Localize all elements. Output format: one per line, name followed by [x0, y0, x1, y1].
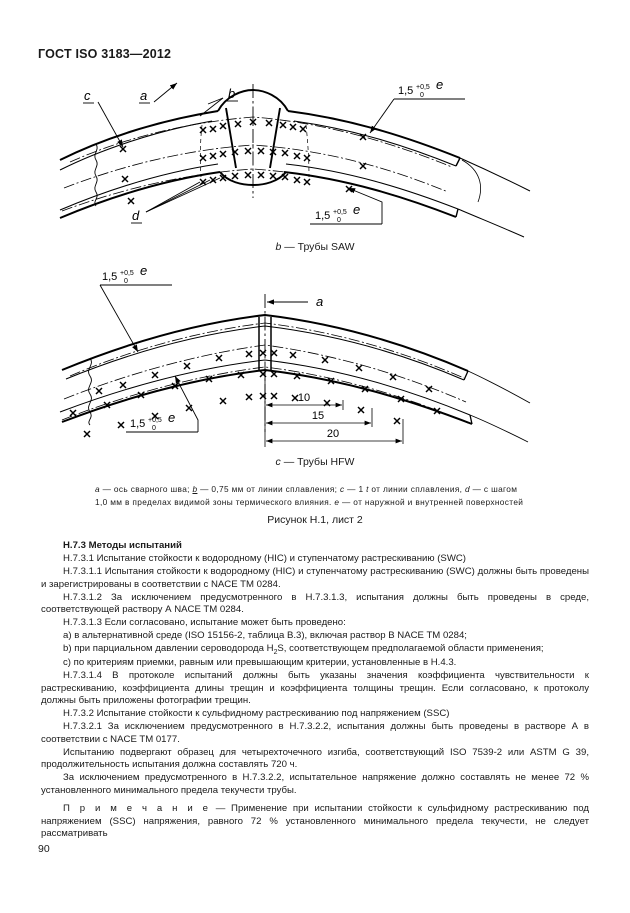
svg-text:+0,5: +0,5 — [333, 209, 347, 216]
paragraph-h7313: Н.7.3.1.3 Если согласовано, испытание мо… — [63, 617, 346, 629]
figure-hfw-caption-label: c — [275, 456, 281, 468]
dimension-15: 15 — [312, 410, 324, 422]
list-item-a: a) в альтернативной среде (ISO 15156-2, … — [63, 630, 467, 642]
note-text: — Применение при испытании стойкости к с… — [41, 802, 589, 840]
paragraph-h7321: Н.7.3.2.1 За исключением предусмотренног… — [41, 720, 589, 745]
paragraph-h7311: Н.7.3.1.1 Испытания стойкости к водородн… — [41, 566, 589, 590]
figure-hfw-caption: c — Трубы HFW — [0, 456, 630, 468]
figure-saw-weld-diagram: c a b d 1,5 +0,5 0 e 1,5 +0,5 — [59, 77, 570, 238]
svg-text:1,5: 1,5 — [398, 85, 413, 97]
callout-d: d — [132, 208, 140, 223]
svg-text:+0,5: +0,5 — [120, 270, 134, 277]
svg-text:e: e — [168, 410, 175, 425]
svg-text:0: 0 — [337, 217, 341, 224]
legend-text-e-post: — от наружной и внутренней поверхностей — [339, 497, 524, 508]
svg-text:+0,5: +0,5 — [148, 417, 162, 424]
dimension-note-bottom-left: 1,5 +0,5 0 e — [130, 410, 175, 432]
legend-line-2: 1,0 мм в пределах видимой зоны термическ… — [95, 496, 539, 509]
svg-text:1,5: 1,5 — [102, 271, 117, 283]
linear-dimension-chain — [264, 372, 404, 447]
callout-a: a — [316, 294, 323, 309]
legend-symbol-t: t — [366, 484, 369, 494]
note-label: П р и м е ч а н и е — [63, 802, 211, 814]
legend-text-e-pre: 1,0 мм в пределах видимой зоны термическ… — [95, 497, 335, 508]
legend-symbol-c: c — [339, 484, 345, 494]
figure-legend: a — ось сварного шва; b — 0,75 мм от лин… — [95, 483, 539, 509]
svg-text:1,5: 1,5 — [130, 418, 145, 430]
test-point-markers — [119, 118, 367, 205]
paragraph-h7311-title: Н.7.3.1 Испытание стойкости к водородном… — [63, 553, 466, 565]
page-number: 90 — [38, 843, 50, 855]
paragraph-h7314: Н.7.3.1.4 В протоколе испытаний должны б… — [41, 669, 589, 707]
legend-symbol-b: b — [192, 484, 198, 494]
figure-hfw-caption-text: — Трубы HFW — [283, 456, 355, 468]
figure-number-caption: Рисунок Н.1, лист 2 — [267, 514, 363, 526]
list-item-b-post: S, соответствующем предполагаемой област… — [277, 642, 544, 654]
section-body: Н.7.3 Методы испытаний Н.7.3.1 Испытание… — [41, 540, 589, 841]
callout-a: a — [140, 88, 147, 103]
paragraph-four-point-bend: Испытанию подвергают образец для четырех… — [41, 746, 589, 771]
figure-saw-caption-text: — Трубы SAW — [284, 241, 355, 253]
saw-diagram-svg: c a b d 1,5 +0,5 0 e 1,5 +0,5 — [59, 77, 531, 238]
section-heading-h73: Н.7.3 Методы испытаний — [63, 540, 182, 551]
paragraph-h732-title: Н.7.3.2 Испытание стойкости к сульфидном… — [63, 708, 450, 720]
callout-c: c — [84, 88, 91, 103]
legend-text-b: — 0,75 мм от линии сплавления; — [197, 484, 340, 494]
legend-symbol-a: a — [95, 484, 100, 494]
legend-text-a: — ось сварного шва; — [99, 484, 193, 494]
legend-line-1: a — ось сварного шва; b — 0,75 мм от лин… — [95, 483, 539, 496]
svg-text:+0,5: +0,5 — [416, 84, 430, 91]
legend-symbol-d: d — [464, 484, 470, 494]
standard-header: ГОСТ ISO 3183—2012 — [38, 47, 172, 61]
svg-text:0: 0 — [420, 92, 424, 99]
dimension-20: 20 — [327, 428, 339, 440]
figure-saw-caption: b — Трубы SAW — [0, 241, 630, 253]
figure-saw-caption-label: b — [275, 241, 282, 253]
list-item-b: b) при парциальном давлении сероводорода… — [41, 643, 589, 657]
list-item-c: c) по критериям приемки, равным или прев… — [63, 657, 457, 668]
callout-b: b — [228, 86, 235, 101]
svg-text:e: e — [436, 77, 443, 92]
legend-text-t: от линии сплавления, — [368, 484, 465, 494]
dimension-note-top-right: 1,5 +0,5 0 e — [398, 77, 443, 99]
svg-text:e: e — [353, 202, 360, 217]
hfw-diagram-svg: 1,5 +0,5 0 e 1,5 +0,5 0 e a — [59, 263, 531, 447]
list-item-b-pre: b) при парциальном давлении сероводорода… — [63, 642, 274, 654]
figure-hfw-weld-diagram: 1,5 +0,5 0 e 1,5 +0,5 0 e a — [59, 263, 570, 447]
dimension-10: 10 — [298, 392, 310, 404]
legend-text-c: — 1 — [344, 484, 367, 494]
paragraph-test-stress: За исключением предусмотренного в Н.7.3.… — [41, 772, 589, 796]
legend-text-d: — с шагом — [469, 484, 518, 494]
dimension-note-bottom-right: 1,5 +0,5 0 e — [315, 202, 360, 224]
legend-symbol-e: e — [334, 497, 340, 508]
list-item-b-subscript: 2 — [273, 648, 278, 656]
svg-text:e: e — [140, 263, 147, 278]
note-block: П р и м е ч а н и е — Применение при исп… — [41, 803, 589, 841]
dimension-note-top-left: 1,5 +0,5 0 e — [102, 263, 147, 285]
svg-text:0: 0 — [152, 425, 156, 432]
svg-text:0: 0 — [124, 278, 128, 285]
svg-text:1,5: 1,5 — [315, 210, 330, 222]
paragraph-h7312: Н.7.3.1.2 За исключением предусмотренног… — [41, 591, 589, 616]
